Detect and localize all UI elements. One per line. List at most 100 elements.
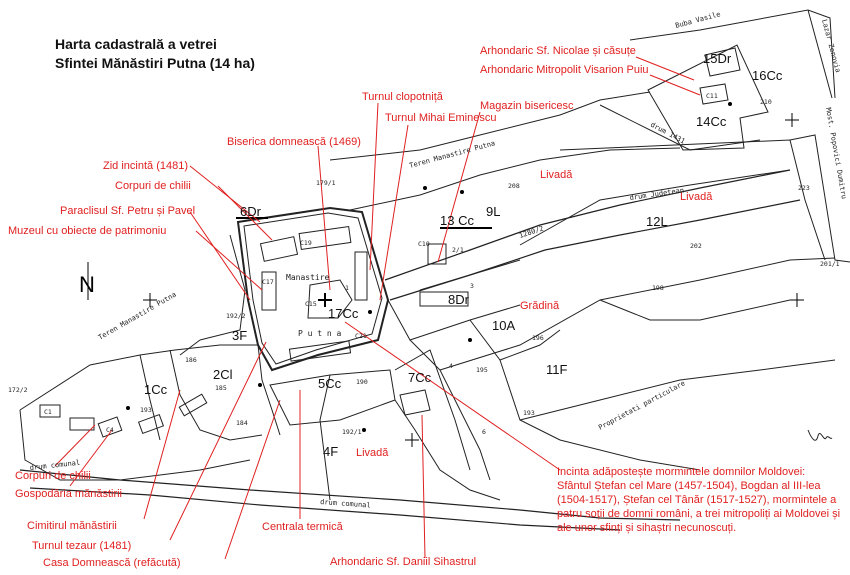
parcel-13cc: 13 Cc [440,213,474,228]
parcel-4f: 4F [323,444,338,459]
map-title-line2: Sfintei Mănăstiri Putna (14 ha) [55,55,255,71]
label-c17: C17 [262,278,274,286]
label-putna: P u t n a [298,329,342,338]
annex-top-road [629,9,836,99]
label-paraclisul: Paraclisul Sf. Petru și Pavel [60,205,196,217]
parcel-17cc: 17Cc [328,306,359,321]
label-190: 190 [356,378,368,386]
parcel-2cl: 2Cl [213,367,233,382]
parcel-1cc: 1Cc [144,382,168,397]
road-comunal-bottom: drum comunal [320,498,371,510]
leader-lines [54,56,701,560]
road-drum-1431 [599,104,761,151]
church-outline [307,279,353,319]
label-c21: C21 [355,332,367,340]
label-centrala: Centrala termică [262,521,343,533]
label-arhondaric-visarion: Arhondaric Mitropolit Visarion Puiu [480,64,649,76]
label-193b: 193 [523,409,535,417]
road-judetean-north [384,169,791,281]
parcel-10a-border [469,319,561,361]
label-185: 185 [215,384,227,392]
parcel-9l: 9L [486,204,500,219]
parcel-10a: 10A [492,318,515,333]
parcel-223-border [789,134,850,263]
parcel-11f: 11F [546,362,567,377]
label-179-1: 179/1 [316,179,336,187]
parcel-14cc: 14Cc [696,114,727,129]
road-drum-comunal [19,469,681,521]
parcel-7cc-label: 7Cc [408,370,432,385]
signature [807,429,833,441]
label-210: 210 [760,98,772,106]
road-proprietati: Proprietati particulare [597,379,686,432]
label-186: 186 [185,356,197,364]
label-2-1: 2/1 [452,246,464,254]
label-casa-domneasca: Casa Domnească (refăcută) [43,557,181,569]
road-most-popovici: Most. Popovici Dumitru [824,107,848,200]
label-corpuri-chilii-bottom: Corpuri de chilii [15,470,91,482]
north-letter: N [79,272,95,297]
annex-enclosure [647,44,769,151]
map-title-line1: Harta cadastrală a vetrei [55,36,217,52]
road-teren-left: Teren Manastire Putna [97,291,178,342]
label-incinta-note: Incinta adăpostește mormintele domnilor … [557,466,841,534]
label-muzeul: Muzeul cu obiecte de patrimoniu [8,225,167,237]
label-193a: 193 [140,406,152,414]
label-192-1: 192/1 [342,428,362,436]
label-4: 4 [449,362,453,370]
label-202: 202 [690,242,702,250]
label-livada-3: Livadă [356,447,389,459]
label-c10: C10 [418,240,430,248]
parcel-5cc-label: 5Cc [318,376,342,391]
parcel-12l-border [519,169,791,246]
building-15dr [704,47,741,77]
road-judetean: drum Judetean [629,186,684,202]
label-turnul-mihai: Turnul Mihai Eminescu [385,112,497,124]
label-6: 6 [482,428,486,436]
label-208: 208 [508,182,520,190]
label-196: 196 [532,334,544,342]
label-livada-2: Livadă [680,191,713,203]
label-184: 184 [236,419,248,427]
parcel-3f: 3F [232,328,247,343]
label-3: 3 [470,282,474,290]
label-biserica: Biserica domnească (1469) [227,136,361,148]
monastery-wall [236,206,390,372]
label-turnul-tezaur: Turnul tezaur (1481) [32,540,132,552]
west-parcel-border [19,344,258,411]
parcel-16cc: 16Cc [752,68,783,83]
label-223: 223 [798,184,810,192]
label-turnul-clopotnita: Turnul clopotniță [362,91,443,103]
label-c15: C15 [305,300,317,308]
label-zid-incinta: Zid incintă (1481) [103,160,188,172]
road-1280-2: 1280/2 [518,224,545,239]
grid-markers [143,113,804,447]
label-manastire: Manastire [286,273,330,282]
label-c11: C11 [706,92,718,100]
parcel-12l: 12L [646,214,668,229]
road-teren-top: Teren Manastire Putna [408,139,496,170]
label-1: 1 [345,284,349,292]
label-172-2: 172/2 [8,386,28,394]
label-arhondaric-daniil: Arhondaric Sf. Daniil Sihastrul [330,556,477,568]
label-gospodaria: Gospodăria mănăstirii [15,488,122,500]
label-c19: C19 [300,239,312,247]
label-livada-1: Livadă [540,169,573,181]
label-201-1: 201/1 [820,260,840,268]
parcel-15dr: 15Dr [703,51,732,66]
label-c4: C4 [106,426,114,434]
north-arrow: N [79,262,95,300]
label-cimitirul: Cimitirul mănăstirii [27,520,117,532]
parcel-8dr: 8Dr [448,292,470,307]
label-corpuri-chilii-top: Corpuri de chilii [115,180,191,192]
building-7cc [399,389,431,416]
label-198: 198 [652,284,664,292]
label-195: 195 [476,366,488,374]
label-c1: C1 [44,408,52,416]
parcel-6dr: 6Dr [240,204,262,219]
label-192-2: 192/2 [226,312,246,320]
label-arhondaric-nicolae: Arhondaric Sf. Nicolae și căsuțe [480,45,636,57]
label-magazin: Magazin bisericesc [480,100,574,112]
